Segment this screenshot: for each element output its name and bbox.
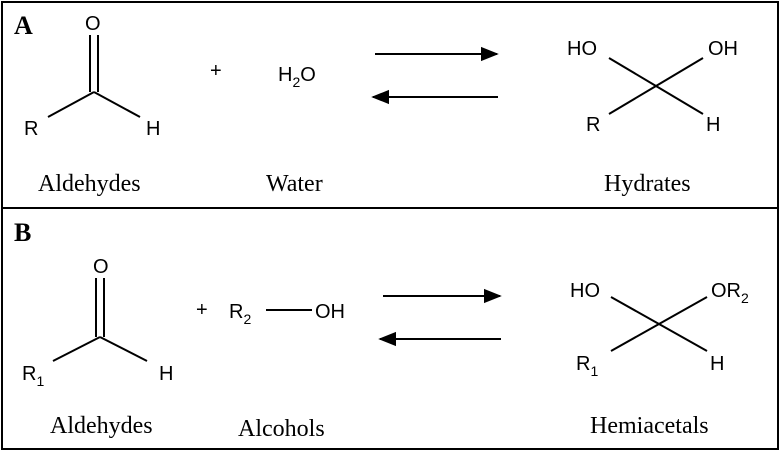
hemiacetal-bond-or — [658, 296, 708, 325]
hydrate-bond-r — [608, 85, 657, 115]
water-o: O — [300, 64, 316, 86]
hemiacetal-r1-label: R — [576, 353, 590, 375]
svg-text:R2: R2 — [229, 301, 251, 327]
hemiacetal-h-label: H — [710, 353, 724, 375]
product-caption-a: Hydrates — [604, 171, 691, 197]
reactant-caption-a: Aldehydes — [38, 171, 141, 197]
r-bond-a — [47, 91, 95, 118]
hemiacetal-r1-subscript: 1 — [590, 363, 598, 379]
hemiacetal-bond-h — [658, 323, 708, 352]
hydrate-bond-ho — [608, 57, 657, 87]
alcohol-oh: OH — [315, 301, 345, 323]
svg-text:H2O: H2O — [278, 64, 316, 90]
aldehyde-structure-a: O R H — [24, 13, 160, 140]
alcohol-r: R — [229, 301, 243, 323]
svg-text:R1: R1 — [576, 353, 598, 379]
aldehyde-structure-b: O R1 H — [22, 256, 173, 389]
hemiacetal-bond-r — [610, 323, 660, 352]
alcohol-formula: R2 OH — [229, 301, 345, 327]
water-formula: H2O — [278, 64, 316, 90]
oxygen-atom: O — [85, 13, 101, 35]
h-bond-b — [99, 336, 148, 362]
panel-a: A O R H Aldehydes + H2O Water HO OH — [1, 1, 779, 209]
panel-b: B O R1 H Aldehydes + R2 OH Alcohols — [1, 207, 779, 450]
plus-sign-a: + — [210, 60, 222, 82]
oxygen-atom-b: O — [93, 256, 109, 278]
svg-text:R1: R1 — [22, 363, 44, 389]
r1-subscript: 1 — [36, 373, 44, 389]
water-subscript: 2 — [292, 74, 300, 90]
hydrate-oh-label: OH — [708, 38, 738, 60]
reactant-caption-b: Aldehydes — [50, 413, 153, 439]
hydrate-structure: HO OH R H — [567, 38, 738, 136]
r-bond-b — [52, 336, 101, 362]
hemiacetal-or-subscript: 2 — [741, 290, 749, 306]
plus-sign-b: + — [196, 299, 208, 321]
hydrate-h-label: H — [706, 114, 720, 136]
water-h: H — [278, 64, 292, 86]
hydrogen-atom-b: H — [159, 363, 173, 385]
svg-text:OR2: OR2 — [711, 280, 749, 306]
r-group: R — [24, 118, 38, 140]
panel-a-label: A — [14, 11, 33, 40]
hemiacetal-ho-label: HO — [570, 280, 600, 302]
hemiacetal-structure: HO OR2 R1 H — [570, 280, 749, 379]
alcohol-subscript: 2 — [243, 311, 251, 327]
h-bond-a — [93, 91, 141, 118]
hydrate-r-label: R — [586, 114, 600, 136]
hemiacetal-or-label: OR — [711, 280, 741, 302]
hydrate-ho-label: HO — [567, 38, 597, 60]
panel-b-label: B — [14, 218, 31, 247]
reagent-caption-b: Alcohols — [238, 416, 325, 442]
hydrate-bond-h — [655, 85, 704, 115]
r1-group: R — [22, 363, 36, 385]
reagent-caption-a: Water — [266, 171, 323, 197]
hemiacetal-bond-ho — [610, 296, 660, 325]
hydrogen-atom: H — [146, 118, 160, 140]
hydrate-bond-oh — [655, 57, 704, 87]
product-caption-b: Hemiacetals — [590, 413, 709, 439]
panel-b-frame — [1, 207, 779, 450]
